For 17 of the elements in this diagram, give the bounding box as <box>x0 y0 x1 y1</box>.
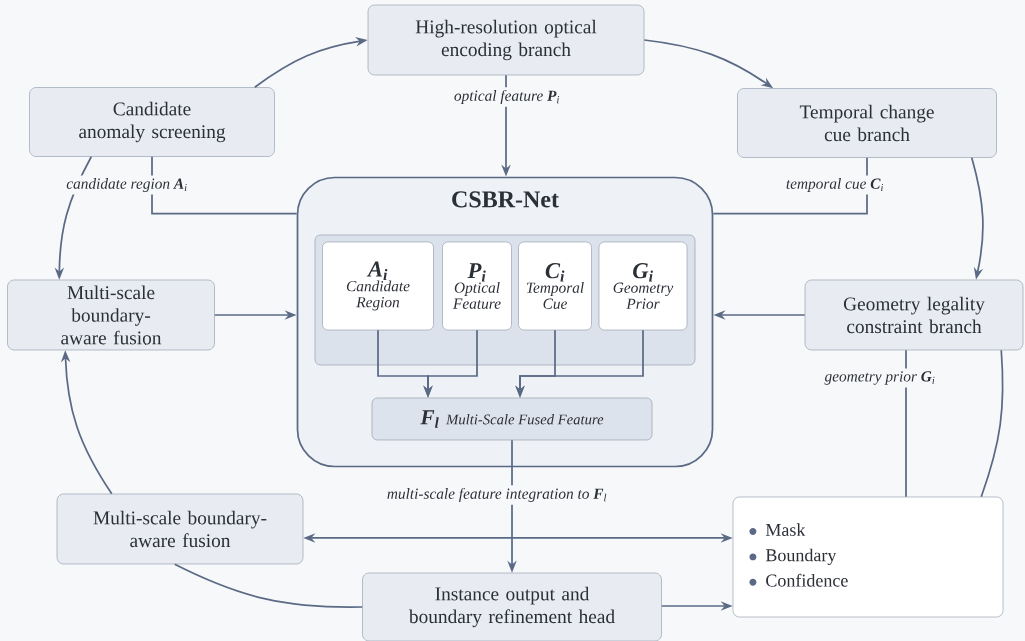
process-box: Instance output and boundary refinement head <box>362 572 662 641</box>
process-box: Geometry legality constraint branch <box>804 279 1024 351</box>
process-box: Multi-scale boundary-aware fusion <box>56 493 304 565</box>
output-list-box: Mask Boundary Confidence <box>732 496 1004 618</box>
process-box: High-resolution optical encoding branch <box>367 4 645 76</box>
feature-card: A$_{i}$ Candidate Region <box>322 241 434 331</box>
fused-feature-box: F$_{l}$ Multi-Scale Fused Feature <box>371 397 653 441</box>
edge-label: candidate region A$_{i}$ <box>63 175 191 195</box>
process-box: Multi-scale boundary-aware fusion <box>7 279 215 351</box>
process-box: Temporal change cue branch <box>737 88 997 158</box>
feature-card: C$_{i}$ Temporal Cue <box>518 241 592 331</box>
edge-label: multi-scale feature integration to F$_{l}$ <box>384 485 610 505</box>
edge-label: optical feature P$_{i}$ <box>451 87 563 107</box>
process-box: Candidate anomaly screening <box>29 87 275 157</box>
feature-card: P$_{i}$ Optical Feature <box>442 241 512 331</box>
edge-label: temporal cue C$_{i}$ <box>783 175 887 195</box>
feature-card: G$_{i}$ Geometry Prior <box>598 241 688 331</box>
